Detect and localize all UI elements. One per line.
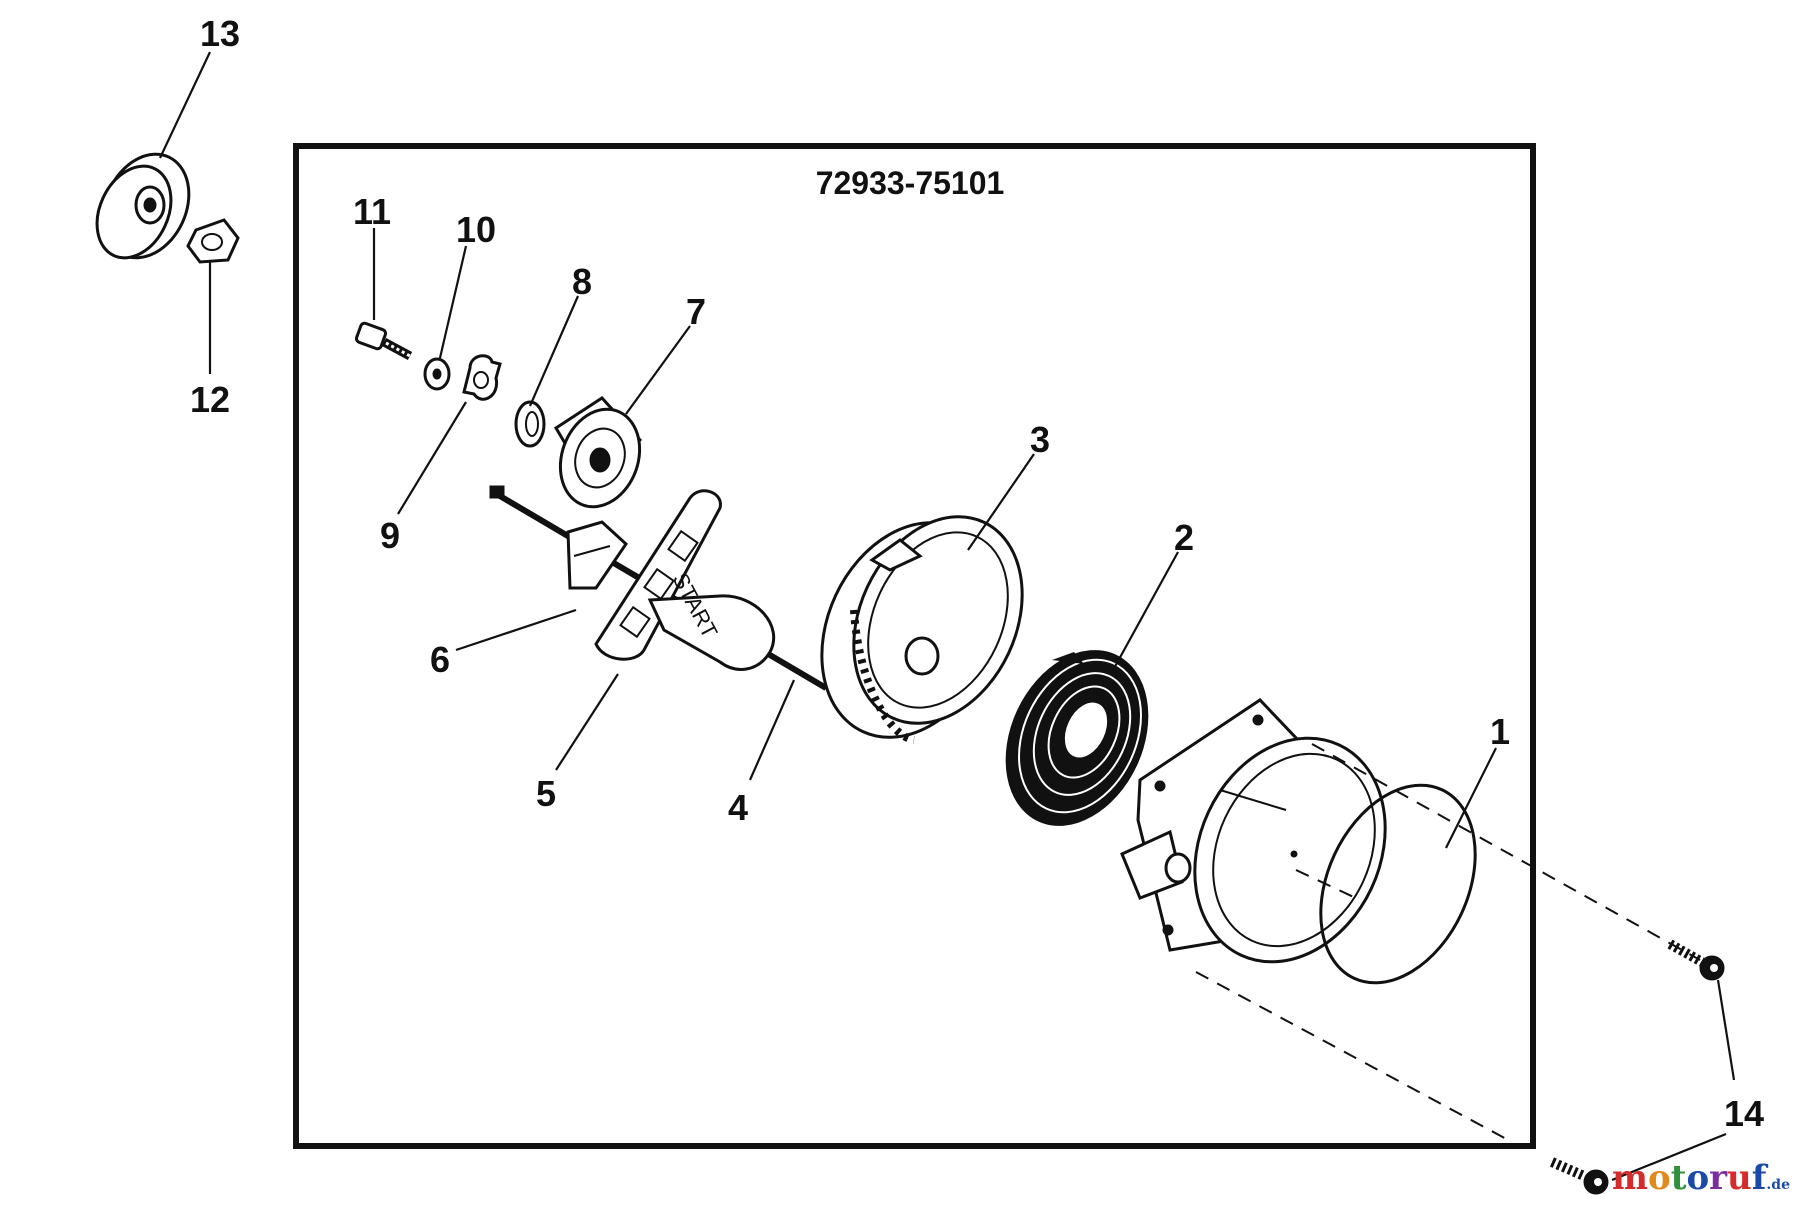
part-1-housing — [1120, 698, 1387, 964]
callout-1: 1 — [1490, 711, 1510, 752]
part-1-seal-ring — [1319, 783, 1477, 985]
callout-13: 13 — [200, 13, 240, 54]
callout-3: 3 — [1030, 419, 1050, 460]
callout-2: 2 — [1174, 517, 1194, 558]
part-10-washer — [423, 357, 451, 391]
callout-7: 7 — [686, 291, 706, 332]
motoruf-watermark: motoruf.de — [1612, 1158, 1790, 1198]
watermark-letter: r — [1709, 1158, 1728, 1198]
diagram-frame — [293, 143, 1536, 1149]
part-2-recoil-spring — [1005, 650, 1149, 826]
part-12-nut — [186, 218, 240, 264]
part-13-pulley — [95, 152, 191, 260]
callout-5: 5 — [536, 773, 556, 814]
watermark-letter: o — [1648, 1158, 1671, 1198]
callout-8: 8 — [572, 261, 592, 302]
watermark-suffix: .de — [1766, 1177, 1790, 1193]
callout-4: 4 — [728, 787, 748, 828]
watermark-letter: m — [1612, 1158, 1649, 1198]
part-11-bolt — [354, 321, 413, 360]
watermark-letter: t — [1670, 1158, 1687, 1198]
part-9-ratchet — [462, 354, 502, 401]
assembly-part-number: 72933-75101 — [816, 165, 1005, 201]
callout-12: 12 — [190, 379, 230, 420]
alignment-lines — [1195, 743, 1701, 1143]
watermark-letter: o — [1686, 1158, 1710, 1198]
part-14-screw-upper — [1667, 939, 1725, 981]
callout-9: 9 — [380, 515, 400, 556]
part-3-rope-reel — [820, 515, 1024, 744]
part-8-ring — [514, 400, 546, 448]
part-14-screw-lower — [1549, 1157, 1609, 1195]
watermark-letter: f — [1751, 1158, 1767, 1198]
part-5-start-handle: START — [594, 489, 776, 671]
part-7-reel-hub — [553, 396, 642, 509]
callout-10: 10 — [456, 209, 496, 250]
callout-14: 14 — [1724, 1093, 1764, 1134]
watermark-letter: u — [1727, 1158, 1752, 1198]
part-6-grip — [566, 520, 628, 590]
callout-6: 6 — [430, 639, 450, 680]
leader-lines — [159, 51, 1736, 1182]
callout-11: 11 — [353, 191, 391, 232]
